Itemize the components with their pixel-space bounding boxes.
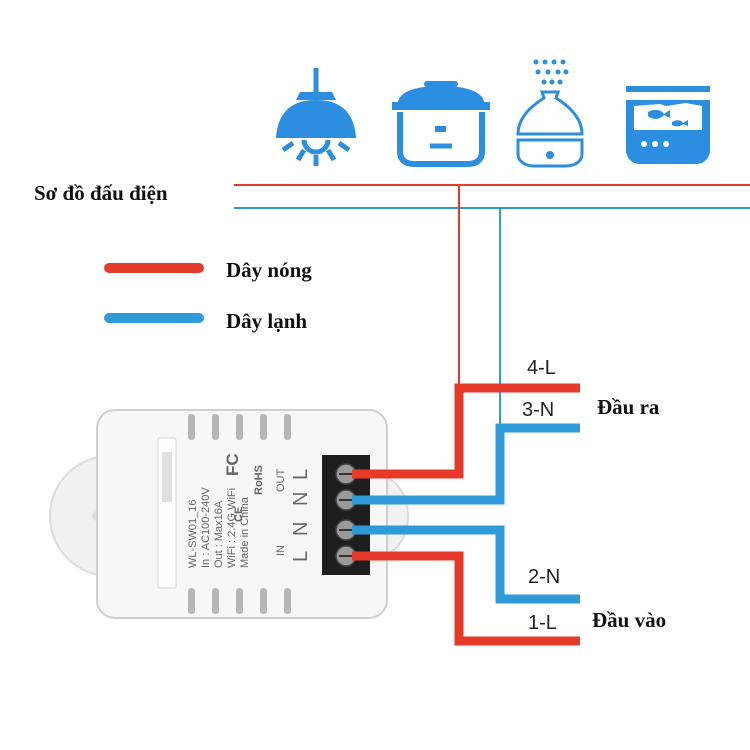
device-model: WL-SW01_16 bbox=[187, 500, 199, 568]
wire-in-hot bbox=[352, 551, 580, 646]
terminal-1l-label: 1-L bbox=[528, 612, 557, 634]
device-origin: Made in China bbox=[239, 496, 251, 568]
device-fcc-mark: FC bbox=[223, 453, 242, 476]
device-input-spec: In : AC100-240V bbox=[200, 487, 212, 568]
device-wifi-spec: WiFi : 2.4G WiFi bbox=[226, 488, 238, 568]
device-letter-out-l: L bbox=[290, 469, 312, 480]
rice-cooker-icon bbox=[392, 81, 490, 167]
diagram-title: Sơ đồ đấu điện bbox=[34, 181, 168, 205]
legend-hot-label: Dây nóng bbox=[226, 258, 312, 282]
terminal-3n-label: 3-N bbox=[522, 399, 554, 421]
legend-neutral-label: Dây lạnh bbox=[226, 309, 307, 333]
device-ce-mark: CE bbox=[233, 507, 245, 522]
humidifier-icon bbox=[516, 59, 584, 168]
device-output-spec: Out : Max16A bbox=[213, 500, 225, 568]
device-in-label: IN bbox=[275, 545, 287, 556]
input-group-label: Đầu vào bbox=[592, 608, 666, 632]
terminal-2n-label: 2-N bbox=[528, 566, 560, 588]
output-group-label: Đầu ra bbox=[597, 395, 660, 419]
wire-out-neutral bbox=[352, 423, 580, 505]
smart-switch-device bbox=[49, 409, 409, 619]
device-letter-in-n: N bbox=[290, 522, 312, 536]
terminal-4l-label: 4-L bbox=[527, 357, 556, 379]
device-letter-in-l: L bbox=[290, 551, 312, 562]
device-label-block: WL-SW01_16 In : AC100-240V Out : Max16A … bbox=[187, 487, 251, 568]
wire-out-hot bbox=[352, 383, 580, 479]
device-letter-out-n: N bbox=[290, 492, 312, 506]
aquarium-icon bbox=[626, 86, 710, 164]
wire-in-neutral bbox=[352, 525, 580, 604]
device-out-label: OUT bbox=[275, 469, 287, 493]
device-rohs: RoHS bbox=[253, 465, 265, 495]
lamp-icon bbox=[276, 68, 356, 166]
